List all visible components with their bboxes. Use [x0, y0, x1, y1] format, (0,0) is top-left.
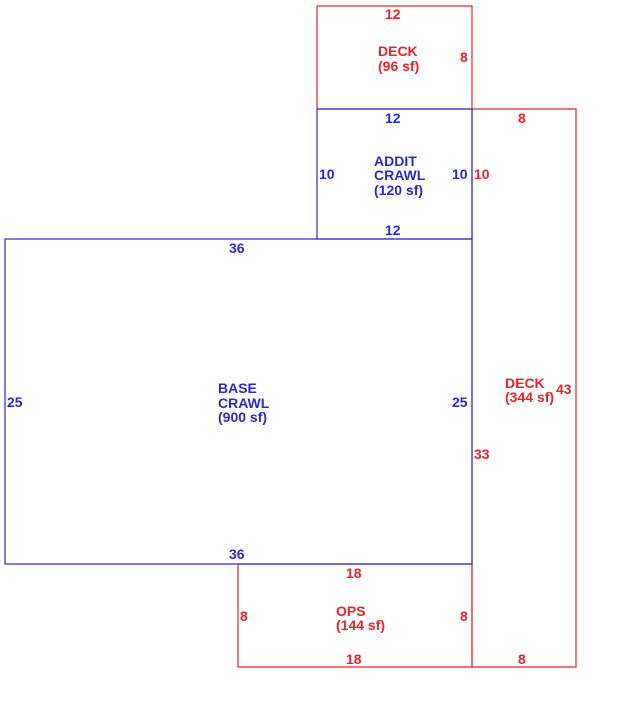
- addit-crawl-dim-bottom: 12: [385, 222, 401, 238]
- base-crawl-name-line2: CRAWL: [218, 395, 270, 411]
- top-deck-dim-top: 12: [385, 6, 401, 22]
- addit-crawl-name-line2: CRAWL: [374, 167, 426, 183]
- addit-crawl-outline[interactable]: [316, 108, 473, 240]
- addit-crawl-name-line1: ADDIT: [374, 153, 417, 169]
- base-crawl-area: (900 sf): [218, 409, 267, 425]
- ops-dim-top: 18: [346, 565, 362, 581]
- base-crawl-dim-left: 25: [7, 394, 23, 410]
- ops-dim-right: 8: [460, 608, 468, 624]
- base-crawl-dim-right: 25: [452, 394, 468, 410]
- right-deck-dim-right: 43: [556, 381, 572, 397]
- ops-area: (144 sf): [336, 617, 385, 633]
- ops-dim-bottom: 18: [346, 651, 362, 667]
- right-deck-dim-left-lower: 33: [474, 446, 490, 462]
- top-deck-name: DECK: [378, 43, 418, 59]
- base-crawl-dim-bottom: 36: [229, 546, 245, 562]
- right-deck-name: DECK: [505, 375, 545, 391]
- right-deck-dim-left-upper: 10: [474, 166, 490, 182]
- base-crawl-dim-top: 36: [229, 240, 245, 256]
- addit-crawl-dim-left: 10: [319, 166, 335, 182]
- addit-crawl-dim-top: 12: [385, 110, 401, 126]
- right-deck-dim-bottom: 8: [518, 651, 526, 667]
- ops-dim-left: 8: [240, 608, 248, 624]
- base-crawl-name-line1: BASE: [218, 380, 257, 396]
- ops-name: OPS: [336, 603, 366, 619]
- addit-crawl-dim-right: 10: [452, 166, 468, 182]
- base-crawl-outline[interactable]: [4, 238, 473, 565]
- right-deck-dim-top: 8: [518, 110, 526, 126]
- top-deck-area: (96 sf): [378, 58, 419, 74]
- right-deck-area: (344 sf): [505, 389, 554, 405]
- top-deck-dim-right: 8: [460, 49, 468, 65]
- addit-crawl-area: (120 sf): [374, 182, 423, 198]
